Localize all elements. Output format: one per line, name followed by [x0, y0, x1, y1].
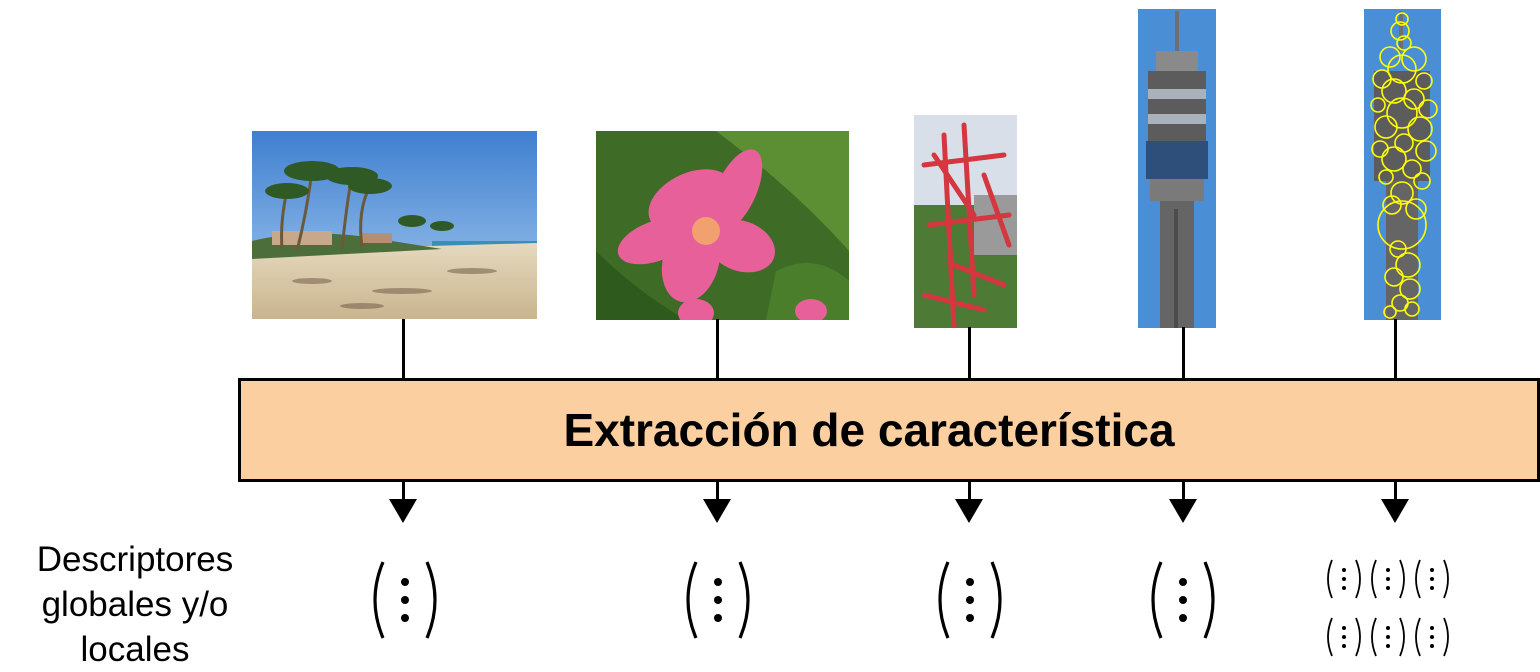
local-descriptor-vector	[1322, 557, 1366, 601]
global-descriptor-vector	[678, 558, 758, 642]
sculpture-photo	[914, 115, 1017, 328]
output-arrow-shaft	[968, 481, 971, 499]
output-arrow-head	[703, 499, 731, 523]
output-arrow-head	[1169, 499, 1197, 523]
global-descriptor-vector	[365, 558, 445, 642]
global-descriptor-vector	[1143, 558, 1223, 642]
output-arrow-shaft	[1182, 481, 1185, 499]
local-descriptor-vector	[1366, 615, 1410, 659]
output-arrow-head	[389, 499, 417, 523]
connector-line	[402, 319, 405, 379]
output-arrow-head	[1381, 499, 1409, 523]
global-descriptor-vector	[930, 558, 1010, 642]
connector-line	[968, 327, 971, 379]
output-arrow-shaft	[1394, 481, 1397, 499]
tower-keypoints-photo	[1364, 9, 1441, 320]
local-descriptor-vector	[1410, 557, 1454, 601]
connector-line	[716, 319, 719, 379]
output-arrow-shaft	[716, 481, 719, 499]
output-arrow-shaft	[402, 481, 405, 499]
local-descriptor-vector	[1410, 615, 1454, 659]
tower-photo	[1138, 9, 1216, 328]
local-descriptor-vector	[1322, 615, 1366, 659]
feature-extraction-box: Extracción de característica	[238, 378, 1540, 482]
connector-line	[1182, 327, 1185, 379]
connector-line	[1394, 319, 1397, 379]
beach-photo	[252, 131, 537, 319]
feature-extraction-label: Extracción de característica	[563, 404, 1175, 456]
descriptor-caption: Descriptores globales y/o locales	[36, 540, 234, 669]
flower-photo	[596, 131, 849, 320]
output-arrow-head	[955, 499, 983, 523]
local-descriptor-vector	[1366, 557, 1410, 601]
